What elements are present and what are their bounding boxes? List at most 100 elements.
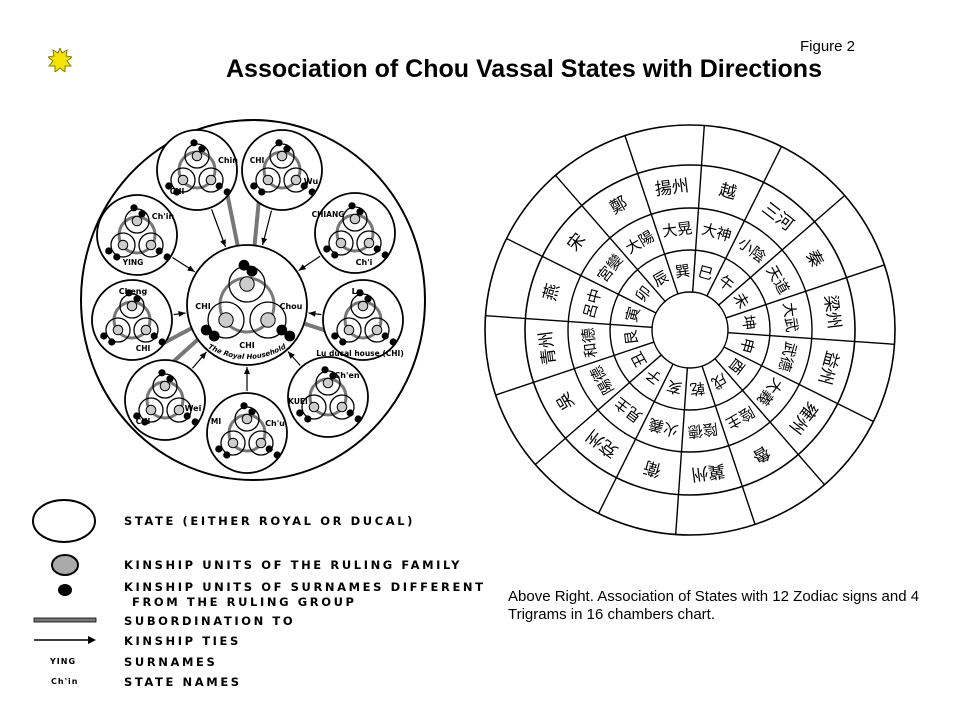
other-surname-unit: [265, 445, 273, 453]
inner-ring-label: 艮: [622, 329, 642, 346]
kinship-unit: [133, 317, 159, 343]
state-name-label: Cheng: [119, 287, 148, 296]
state-circle-icon: [32, 499, 96, 543]
legend: YING Ch'in STATE (EITHER ROYAL OR DUCAL)…: [0, 495, 500, 695]
state-cluster: [124, 359, 206, 441]
inner-ring-label: 坤: [739, 314, 759, 331]
other-surname-unit: [155, 247, 163, 255]
other-surname-unit: [304, 415, 312, 423]
middle-ring-label: 陰德: [687, 419, 719, 441]
other-surname-unit: [356, 289, 364, 297]
kinship-unit: [166, 397, 192, 423]
hatched-circle-icon: [51, 554, 79, 576]
kinship-unit: [207, 301, 245, 339]
ruling-family-unit: [335, 237, 347, 249]
other-surname-unit: [163, 253, 171, 261]
ruling-family-unit: [276, 150, 288, 162]
state-cluster: [206, 392, 288, 474]
slide-title: Association of Chou Vassal States with D…: [226, 55, 822, 83]
arrowhead: [298, 264, 307, 271]
state-name-label: Ch'i: [356, 258, 373, 267]
surname-label: CHIANG: [312, 210, 345, 219]
outer-ring-label: 燕: [540, 282, 564, 304]
legend-label: KINSHIP UNITS OF THE RULING FAMILY: [124, 558, 463, 572]
kinship-unit: [364, 317, 390, 343]
arrowhead: [199, 351, 207, 360]
kinship-unit: [138, 397, 164, 423]
surname-label: CHI: [136, 417, 151, 426]
other-surname-unit: [183, 412, 191, 420]
ruling-family-unit: [349, 213, 361, 225]
other-surname-unit: [381, 332, 389, 340]
state-cluster: [314, 192, 396, 274]
kinship-unit: [336, 317, 362, 343]
hatched-line-icon: [33, 617, 97, 623]
other-surname-unit: [108, 338, 116, 346]
outer-ring-label: 梁州: [820, 294, 844, 330]
state-cluster: [322, 279, 404, 361]
state-name-label: Ch'en: [334, 371, 359, 380]
sector-divider: [495, 341, 655, 396]
ruling-family-unit: [371, 324, 383, 336]
other-surname-unit: [284, 330, 296, 342]
arrowhead: [244, 367, 250, 374]
surname-label: CHI: [250, 156, 265, 165]
arrow-icon: [34, 636, 96, 644]
legend-label: SUBORDINATION TO: [124, 614, 296, 628]
outer-ring-label: 揚州: [654, 176, 690, 200]
other-surname-unit: [240, 402, 248, 410]
ruling-family-unit: [357, 300, 369, 312]
other-surname-unit: [208, 330, 220, 342]
other-surname-unit: [296, 409, 304, 417]
legend-label: KINSHIP TIES: [124, 634, 241, 648]
other-surname-unit: [141, 418, 149, 426]
ruling-family-unit: [308, 401, 320, 413]
state-name-label: Ch'in: [152, 212, 175, 221]
other-surname-unit: [273, 451, 281, 459]
sector-divider: [624, 135, 679, 295]
kinship-unit: [283, 167, 309, 193]
other-surname-unit: [215, 182, 223, 190]
legend-label: FROM THE RULING GROUP: [132, 595, 357, 609]
ruling-family-unit: [145, 404, 157, 416]
other-surname-unit: [105, 247, 113, 255]
kinship-unit: [329, 394, 355, 420]
outer-ring-label: 越: [717, 180, 739, 204]
ruling-family-unit: [173, 404, 185, 416]
other-surname-unit: [125, 289, 133, 297]
surname-label: KUEI: [288, 397, 308, 406]
other-surname-unit: [191, 418, 199, 426]
center-state-label: Chou: [280, 302, 303, 311]
sector-divider: [691, 125, 705, 293]
ruling-family-unit: [112, 324, 124, 336]
outer-ring-label: 青州: [536, 330, 560, 366]
ruling-family-unit: [290, 174, 302, 186]
other-surname-unit: [250, 182, 258, 190]
inner-ring-label: 亥: [665, 376, 684, 397]
ruling-family-unit: [177, 174, 189, 186]
other-surname-unit: [364, 295, 372, 303]
kinship-unit: [105, 317, 131, 343]
other-surname-unit: [389, 338, 397, 346]
royal-household: [186, 244, 308, 366]
other-surname-unit: [133, 412, 141, 420]
other-surname-unit: [165, 182, 173, 190]
other-surname-unit: [138, 210, 146, 218]
ruling-family-unit: [131, 215, 143, 227]
state-name-label: Chin: [218, 156, 238, 165]
ruling-family-unit: [205, 174, 217, 186]
other-surname-unit: [190, 139, 198, 147]
kinship-unit: [170, 167, 196, 193]
sector-divider: [506, 237, 657, 314]
surname-label: Lu ducal house (CHI): [316, 349, 404, 358]
other-surname-unit: [331, 332, 339, 340]
other-surname-unit: [339, 338, 347, 346]
other-surname-unit: [321, 366, 329, 374]
inner-ring-label: 巳: [696, 262, 715, 283]
ruling-family-unit: [140, 324, 152, 336]
arrowhead: [308, 310, 316, 317]
other-surname-unit: [133, 295, 141, 303]
inner-ring-label: 寅: [622, 305, 643, 324]
other-surname-unit: [198, 145, 206, 153]
